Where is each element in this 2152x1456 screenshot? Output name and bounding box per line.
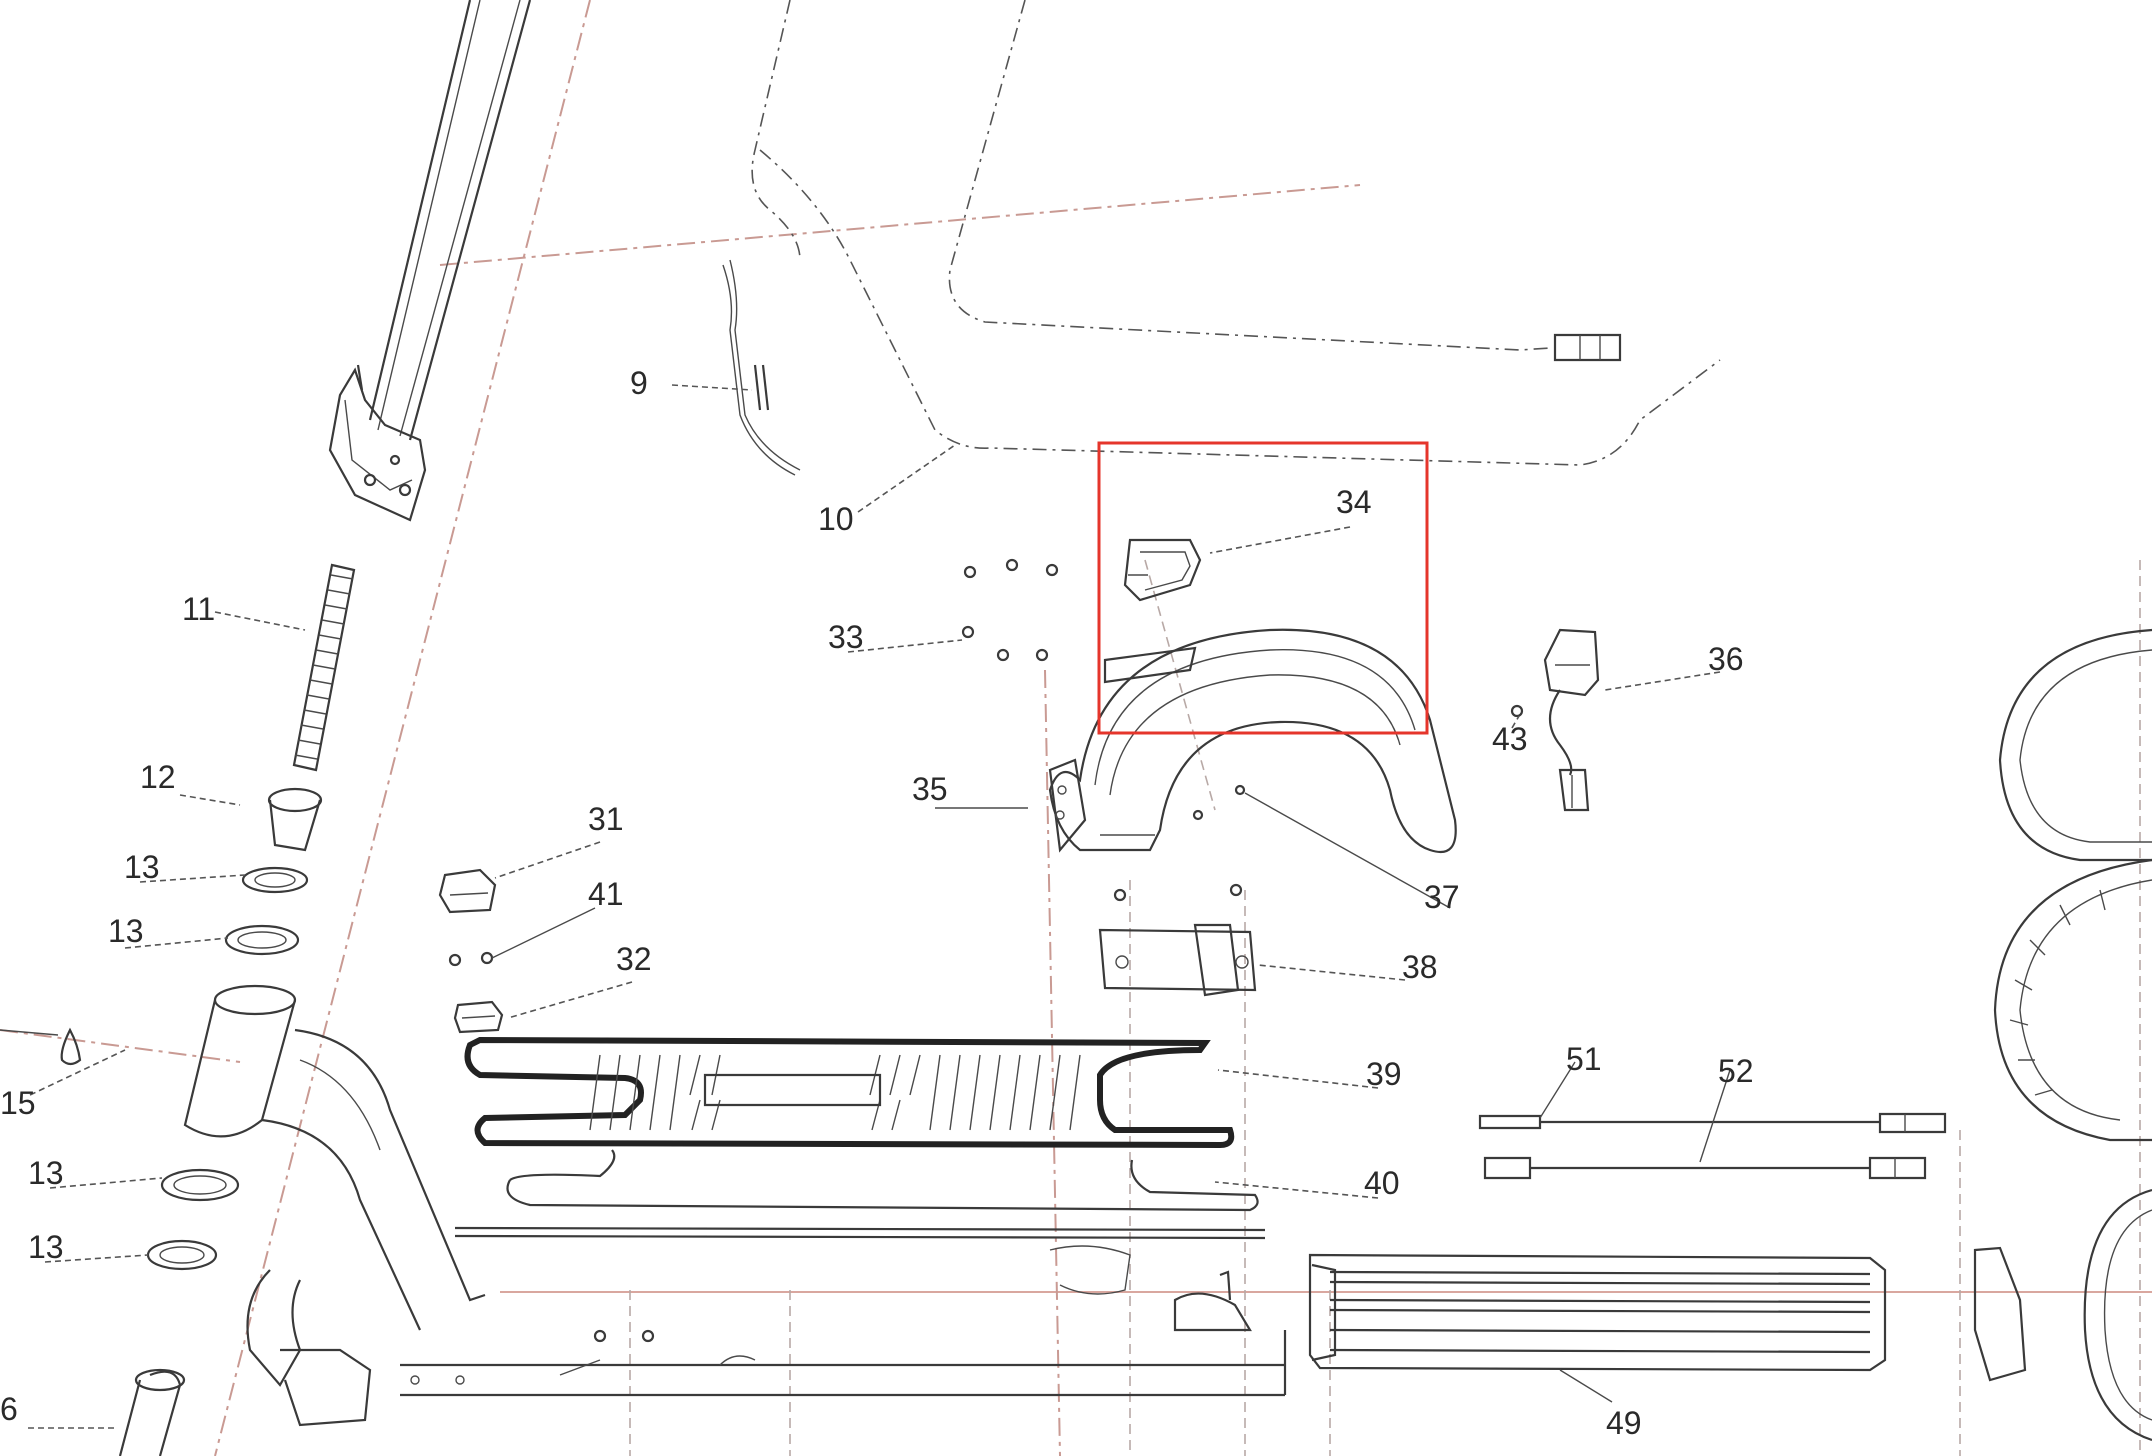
callout-13b: 13 bbox=[108, 913, 144, 949]
part-34-clip bbox=[1123, 538, 1202, 602]
callout-11: 11 bbox=[182, 591, 215, 627]
callout-13a: 13 bbox=[124, 849, 160, 885]
spring-part-11 bbox=[292, 563, 356, 772]
callout-33: 33 bbox=[828, 619, 864, 655]
part-35-rear-fender bbox=[1048, 628, 1457, 853]
folding-clamp bbox=[328, 364, 427, 522]
part-36-tail-light bbox=[1510, 628, 1600, 812]
callout-35: 35 bbox=[912, 771, 948, 807]
stem-tube bbox=[368, 0, 532, 441]
parts-51-52-cables bbox=[1478, 1112, 1947, 1180]
leader-lines bbox=[28, 384, 1731, 1429]
bushings-part-12-13 bbox=[146, 787, 323, 1271]
deck-frame bbox=[400, 1226, 1287, 1397]
callout-37: 37 bbox=[1424, 879, 1460, 915]
parts-31-41-32 bbox=[438, 868, 504, 1034]
callout-36: 36 bbox=[1708, 641, 1744, 677]
callout-41: 41 bbox=[588, 876, 624, 912]
callout-49: 49 bbox=[1606, 1405, 1642, 1441]
part-37-screws bbox=[1113, 883, 1243, 902]
callout-31: 31 bbox=[588, 801, 624, 837]
callout-38: 38 bbox=[1402, 949, 1438, 985]
highlight-box bbox=[1097, 441, 1429, 735]
callout-13c: 13 bbox=[28, 1155, 64, 1191]
brake-cable bbox=[722, 0, 1721, 476]
callout-12: 12 bbox=[140, 759, 176, 795]
callout-40: 40 bbox=[1364, 1165, 1400, 1201]
callout-43: 43 bbox=[1492, 721, 1528, 757]
callout-9: 9 bbox=[630, 365, 648, 401]
callout-39: 39 bbox=[1366, 1056, 1402, 1092]
part-38-bracket bbox=[1098, 923, 1257, 997]
rear-wheel bbox=[1973, 628, 2152, 1442]
part-49-battery bbox=[1308, 1253, 1887, 1372]
callout-34: 34 bbox=[1336, 484, 1372, 520]
callout-13d: 13 bbox=[28, 1229, 64, 1265]
callout-51: 51 bbox=[1566, 1041, 1602, 1077]
callout-10: 10 bbox=[818, 501, 854, 537]
callout-6: 6 bbox=[0, 1391, 18, 1427]
part-40-deck-gasket bbox=[506, 1149, 1259, 1212]
callout-32: 32 bbox=[616, 941, 652, 977]
fork-assembly bbox=[0, 984, 486, 1456]
callout-labels: 9 10 11 12 13 13 13 13 15 6 31 32 33 34 … bbox=[0, 365, 1754, 1441]
part-39-deck-grip bbox=[464, 1036, 1235, 1149]
callout-52: 52 bbox=[1718, 1053, 1754, 1089]
screws-part-33 bbox=[961, 558, 1059, 662]
callout-15: 15 bbox=[0, 1085, 36, 1121]
